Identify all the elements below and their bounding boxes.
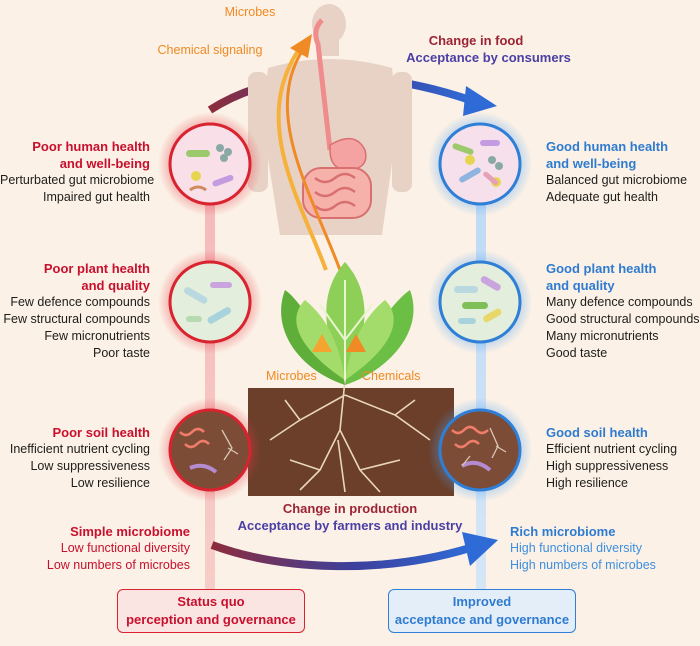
poor-plant-line-1: Few defence compounds [10, 295, 150, 309]
simple-microbiome-line-2: Low numbers of microbes [46, 558, 190, 572]
good-soil-line-2: High suppressiveness [546, 459, 669, 473]
microbes-up-arrow [276, 46, 328, 271]
right-soil-microbe-circle [428, 398, 532, 502]
plant-microbes-label: Microbes [266, 369, 317, 383]
chemicals-arrowhead [346, 334, 366, 352]
poor-plant-health-subtitle: and quality [81, 278, 150, 293]
simple-microbiome-title: Simple microbiome [70, 524, 190, 539]
top-microbes-label: Microbes [224, 5, 276, 19]
good-human-line-1: Balanced gut microbiome [546, 173, 688, 187]
right-human-microbe-circle [428, 112, 532, 216]
acceptance-consumers-label: Acceptance by consumers [406, 50, 571, 65]
poor-human-line-1: Perturbated gut microbiome [0, 173, 155, 187]
soil-block [248, 388, 454, 496]
microbes-arrowhead [312, 334, 332, 352]
improved-box: Improved acceptance and governance [388, 589, 576, 633]
right-connector [476, 130, 486, 600]
bottom-arrow-shaft [210, 541, 472, 571]
good-human-health-subtitle: and well-being [546, 156, 637, 171]
chemical-signaling-label: Chemical signaling [157, 43, 263, 57]
poor-soil-health-title: Poor soil health [52, 425, 150, 440]
acceptance-farmers-label: Acceptance by farmers and industry [237, 518, 463, 533]
improved-line-2: acceptance and governance [394, 612, 570, 627]
change-in-food-label: Change in food [428, 33, 524, 48]
rich-microbiome-line-2: High numbers of microbes [510, 558, 656, 572]
poor-plant-line-3: Few micronutrients [44, 329, 150, 343]
poor-human-line-2: Impaired gut health [42, 190, 150, 204]
right-plant-microbe-circle [428, 250, 532, 354]
good-plant-line-2: Good structural compounds [546, 312, 700, 326]
chemicals-up-arrow [285, 44, 342, 271]
poor-plant-health-title: Poor plant health [43, 261, 150, 276]
good-plant-health-subtitle: and quality [546, 278, 615, 293]
good-plant-line-4: Good taste [546, 346, 608, 360]
good-human-health-title: Good human health [546, 139, 669, 154]
left-plant-microbe-circle [158, 250, 262, 354]
digestive-tract [302, 18, 372, 219]
plant-chemicals-label: Chemicals [362, 369, 421, 383]
plant-roots [269, 379, 431, 493]
poor-soil-line-3: Low resilience [70, 476, 150, 490]
top-arrowhead [463, 86, 497, 116]
poor-plant-line-2: Few structural compounds [3, 312, 150, 326]
status-quo-line-1: Status quo [177, 594, 245, 609]
signal-arrowhead [290, 34, 312, 58]
good-human-line-2: Adequate gut health [546, 190, 658, 204]
poor-human-health-title: Poor human health [32, 139, 150, 154]
poor-soil-line-2: Low suppressiveness [30, 459, 150, 473]
rich-microbiome-line-1: High functional diversity [510, 541, 643, 555]
left-connector [205, 130, 215, 620]
lettuce-plant [281, 262, 414, 385]
poor-plant-line-4: Poor taste [93, 346, 150, 360]
good-soil-line-3: High resilience [546, 476, 628, 490]
poor-soil-line-1: Inefficient nutrient cycling [9, 442, 150, 456]
left-human-microbe-circle [158, 112, 262, 216]
good-soil-health-title: Good soil health [546, 425, 648, 440]
poor-human-health-subtitle: and well-being [59, 156, 150, 171]
good-soil-line-1: Efficient nutrient cycling [546, 442, 678, 456]
simple-microbiome-line-1: Low functional diversity [60, 541, 190, 555]
good-plant-health-title: Good plant health [546, 261, 657, 276]
rich-microbiome-title: Rich microbiome [510, 524, 616, 539]
status-quo-box: Status quo perception and governance [117, 589, 305, 633]
bottom-arrowhead [462, 532, 498, 566]
good-plant-line-3: Many micronutrients [546, 329, 659, 343]
left-soil-microbe-circle [158, 398, 262, 502]
improved-line-1: Improved [452, 594, 512, 609]
change-in-production-label: Change in production [282, 501, 418, 516]
good-plant-line-1: Many defence compounds [546, 295, 693, 309]
status-quo-line-2: perception and governance [126, 612, 296, 627]
